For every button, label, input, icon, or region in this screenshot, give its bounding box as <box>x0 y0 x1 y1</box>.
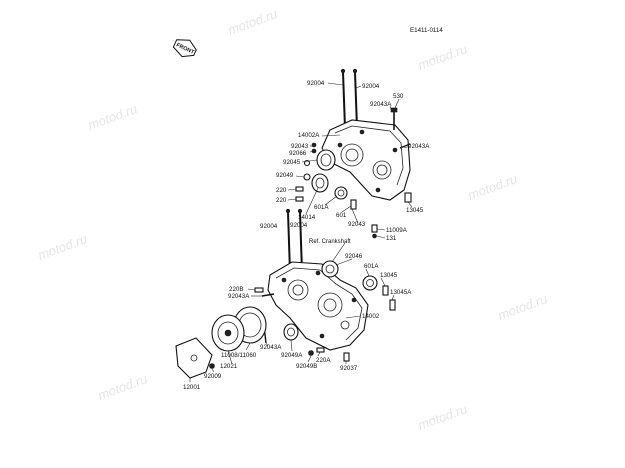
label-92049b: 92049B <box>296 363 317 370</box>
label-92004: 92004 <box>260 223 278 230</box>
front-arrow-icon: FRONT <box>172 39 197 58</box>
label-92004: 92004 <box>307 80 325 87</box>
watermark-text: motod.ru <box>416 401 469 433</box>
label-14002a: 14002A <box>298 132 320 139</box>
upper-leader-lines <box>287 82 413 239</box>
label-601a: 601A <box>314 204 329 211</box>
label-220: 220 <box>276 187 287 194</box>
label-14014: 14014 <box>298 214 316 221</box>
label-530: 530 <box>393 93 404 100</box>
label-92045: 92045 <box>283 159 301 166</box>
label-92043a: 92043A <box>228 293 250 300</box>
label-131: 131 <box>386 235 397 242</box>
label-220: 220 <box>276 197 287 204</box>
label-13045: 13045 <box>380 272 398 279</box>
watermark-text: motod.ru <box>36 231 89 263</box>
diagram-code: E1411-0114 <box>410 27 443 34</box>
lower-crankcase-assembly <box>175 260 396 379</box>
label-92043a: 92043A <box>370 101 392 108</box>
label-11008-11060: 11008/11060 <box>221 352 257 359</box>
lower-leader-lines <box>189 242 395 382</box>
lower-labels: Ref. Crankshaft 92046 601A 220B 92043A 1… <box>183 239 412 391</box>
watermark-text: motod.ru <box>416 41 469 73</box>
label-14002: 14002 <box>362 313 380 320</box>
label-92004: 92004 <box>362 83 380 90</box>
watermark-text: motod.ru <box>86 101 139 133</box>
watermark-layer: motod.ru motod.ru motod.ru motod.ru moto… <box>36 6 549 433</box>
label-92004: 92004 <box>290 222 308 229</box>
label-601a: 601A <box>364 263 379 270</box>
label-12001: 12001 <box>183 384 201 391</box>
label-12021: 12021 <box>220 363 238 370</box>
label-92043: 92043 <box>348 221 366 228</box>
upper-labels: 92004 92004 530 92043A 14002A 92043 9206… <box>260 80 430 242</box>
label-13045: 13045 <box>406 207 424 214</box>
label-13045a: 13045A <box>390 289 412 296</box>
label-601: 601 <box>336 212 347 219</box>
label-92043a: 92043A <box>408 143 430 150</box>
label-92046: 92046 <box>345 253 363 260</box>
label-92037: 92037 <box>340 365 358 372</box>
watermark-text: motod.ru <box>496 291 549 323</box>
label-220a: 220A <box>316 357 331 364</box>
watermark-text: motod.ru <box>96 371 149 403</box>
label-92066: 92066 <box>289 150 307 157</box>
label-92049: 92049 <box>276 172 294 179</box>
label-92043: 92043 <box>291 143 309 150</box>
watermark-text: motod.ru <box>466 171 519 203</box>
upper-crankcase-assembly <box>285 68 412 273</box>
label-92043a: 92043A <box>260 344 282 351</box>
label-220b: 220B <box>229 286 243 293</box>
label-92009: 92009 <box>204 373 222 380</box>
label-92049a: 92049A <box>281 352 303 359</box>
label-11009a: 11009A <box>386 227 408 234</box>
label-ref-crankshaft: Ref. Crankshaft <box>309 239 351 245</box>
watermark-text: motod.ru <box>226 6 279 38</box>
